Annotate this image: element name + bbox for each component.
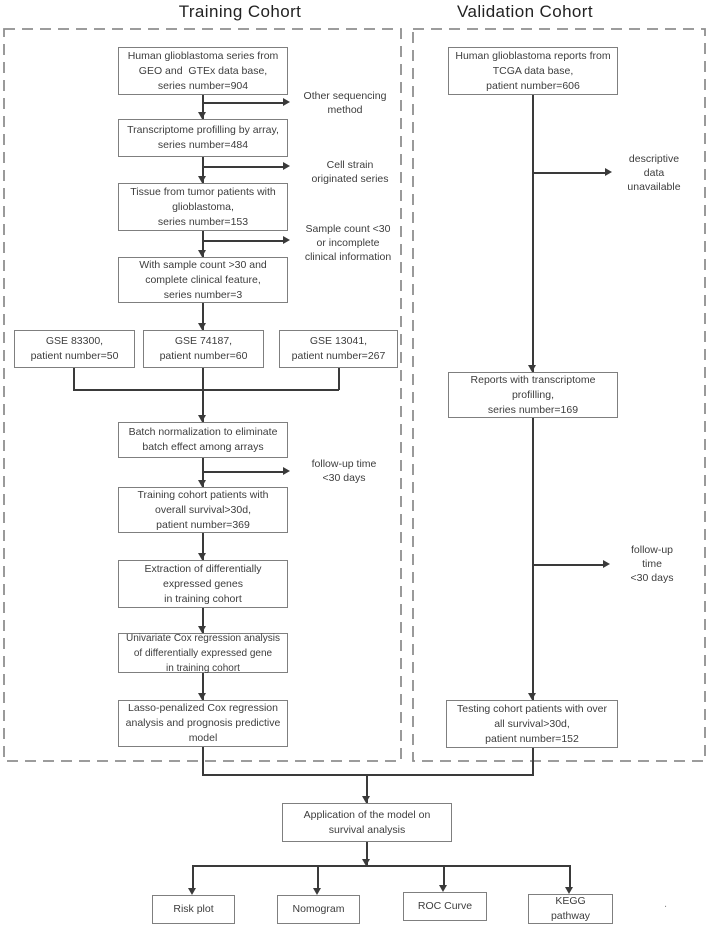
box-batch-normalization: Batch normalization to eliminate batch e… [118, 422, 288, 458]
box-kegg-pathway: KEGG pathway [528, 894, 613, 924]
arrowhead-batch-icon [198, 415, 206, 422]
label-followup-training: follow-up time <30 days [311, 458, 377, 484]
connector-l1-l2 [202, 95, 204, 119]
arrowhead-l4-icon [198, 250, 206, 257]
connector-gse3-merge [338, 368, 340, 390]
arrowhead-l8-icon [198, 693, 206, 700]
arrowhead-split-icon [362, 859, 370, 866]
connector-l6-l7 [202, 608, 204, 633]
box-risk-plot: Risk plot [152, 895, 235, 924]
connector-gse-merge-bar [73, 389, 339, 391]
arrowhead-application-icon [362, 796, 370, 803]
box-gse-13041: GSE 13041, patient number=267 [279, 330, 398, 368]
connector-branch-followup-training [203, 471, 283, 473]
connector-l2-l3 [202, 157, 204, 183]
arrowhead-l2-icon [198, 112, 206, 119]
arrowhead-l6-icon [198, 553, 206, 560]
box-gse-83300: GSE 83300, patient number=50 [14, 330, 135, 368]
box-tumor-tissue: Tissue from tumor patients with glioblas… [118, 183, 288, 231]
connector-gse2-batch [202, 368, 204, 422]
connector-r2-r3 [532, 418, 534, 700]
label-followup-validation: follow-up time <30 days [630, 544, 674, 584]
connector-branch-followup-validation [533, 564, 603, 566]
connector-l5-l6 [202, 533, 204, 560]
arrowhead-cell-strain-icon [283, 162, 290, 170]
label-sample-count-exclusion: Sample count <30 or incomplete clinical … [304, 223, 392, 263]
box-univariate-cox: Univariate Cox regression analysis of di… [118, 633, 288, 674]
connector-merge-bar [202, 774, 534, 776]
connector-lasso-exit [202, 747, 204, 775]
connector-l4-gse [202, 303, 204, 330]
box-gse-74187: GSE 74187, patient number=60 [143, 330, 264, 368]
box-lasso-cox: Lasso-penalized Cox regression analysis … [118, 700, 288, 747]
box-transcriptome-array: Transcriptome profilling by array, serie… [118, 119, 288, 157]
label-other-sequencing: Other sequencing method [303, 90, 387, 116]
connector-drop-nomogram [317, 866, 319, 890]
connector-branch-descriptive [533, 172, 605, 174]
training-cohort-title: Training Cohort [178, 2, 302, 21]
validation-cohort-panel [412, 28, 706, 762]
arrowhead-r2-icon [528, 365, 536, 372]
connector-merge-application [366, 775, 368, 803]
connector-testing-exit [532, 748, 534, 775]
connector-branch-sample-count [203, 240, 283, 242]
connector-split-bar [192, 865, 571, 867]
arrowhead-l7-icon [198, 626, 206, 633]
connector-branch-other-seq [203, 102, 283, 104]
arrowhead-r3-icon [528, 693, 536, 700]
arrowhead-l5-icon [198, 480, 206, 487]
box-sample-count-filter: With sample count >30 and complete clini… [118, 257, 288, 303]
connector-l3-l4 [202, 231, 204, 257]
connector-drop-risk-plot [192, 866, 194, 890]
box-deg-extraction: Extraction of differentially expressed g… [118, 560, 288, 608]
box-roc-curve: ROC Curve [403, 892, 487, 921]
arrowhead-roc-icon [439, 885, 447, 892]
connector-r1-r2 [532, 95, 534, 372]
arrowhead-nomogram-icon [313, 888, 321, 895]
box-nomogram: Nomogram [277, 895, 360, 924]
connector-gse1-merge [73, 368, 75, 390]
arrowhead-sample-count-icon [283, 236, 290, 244]
connector-drop-kegg [569, 866, 571, 889]
stray-dot: . [664, 898, 668, 910]
connector-batch-l5 [202, 458, 204, 487]
box-tcga-reports: Human glioblastoma reports from TCGA dat… [448, 47, 618, 95]
arrowhead-followup-validation-icon [603, 560, 610, 568]
arrowhead-other-seq-icon [283, 98, 290, 106]
arrowhead-followup-training-icon [283, 467, 290, 475]
box-training-cohort-patients: Training cohort patients with overall su… [118, 487, 288, 533]
arrowhead-gse-icon [198, 323, 206, 330]
training-cohort-panel [3, 28, 402, 762]
arrowhead-risk-plot-icon [188, 888, 196, 895]
box-testing-cohort-patients: Testing cohort patients with over all su… [446, 700, 618, 748]
connector-application-split [366, 842, 368, 866]
arrowhead-kegg-icon [565, 887, 573, 894]
box-transcriptome-profiling: Reports with transcriptome profilling, s… [448, 372, 618, 418]
arrowhead-descriptive-icon [605, 168, 612, 176]
box-geo-gtex-series: Human glioblastoma series from GEO and G… [118, 47, 288, 95]
box-application-model: Application of the model on survival ana… [282, 803, 452, 842]
label-cell-strain: Cell strain originated series [311, 159, 389, 185]
connector-drop-roc [443, 866, 445, 887]
label-descriptive-data: descriptive data unavailable [627, 153, 681, 193]
connector-branch-cell-strain [203, 166, 283, 168]
connector-l7-l8 [202, 673, 204, 700]
arrowhead-l3-icon [198, 176, 206, 183]
validation-cohort-title: Validation Cohort [457, 2, 593, 21]
